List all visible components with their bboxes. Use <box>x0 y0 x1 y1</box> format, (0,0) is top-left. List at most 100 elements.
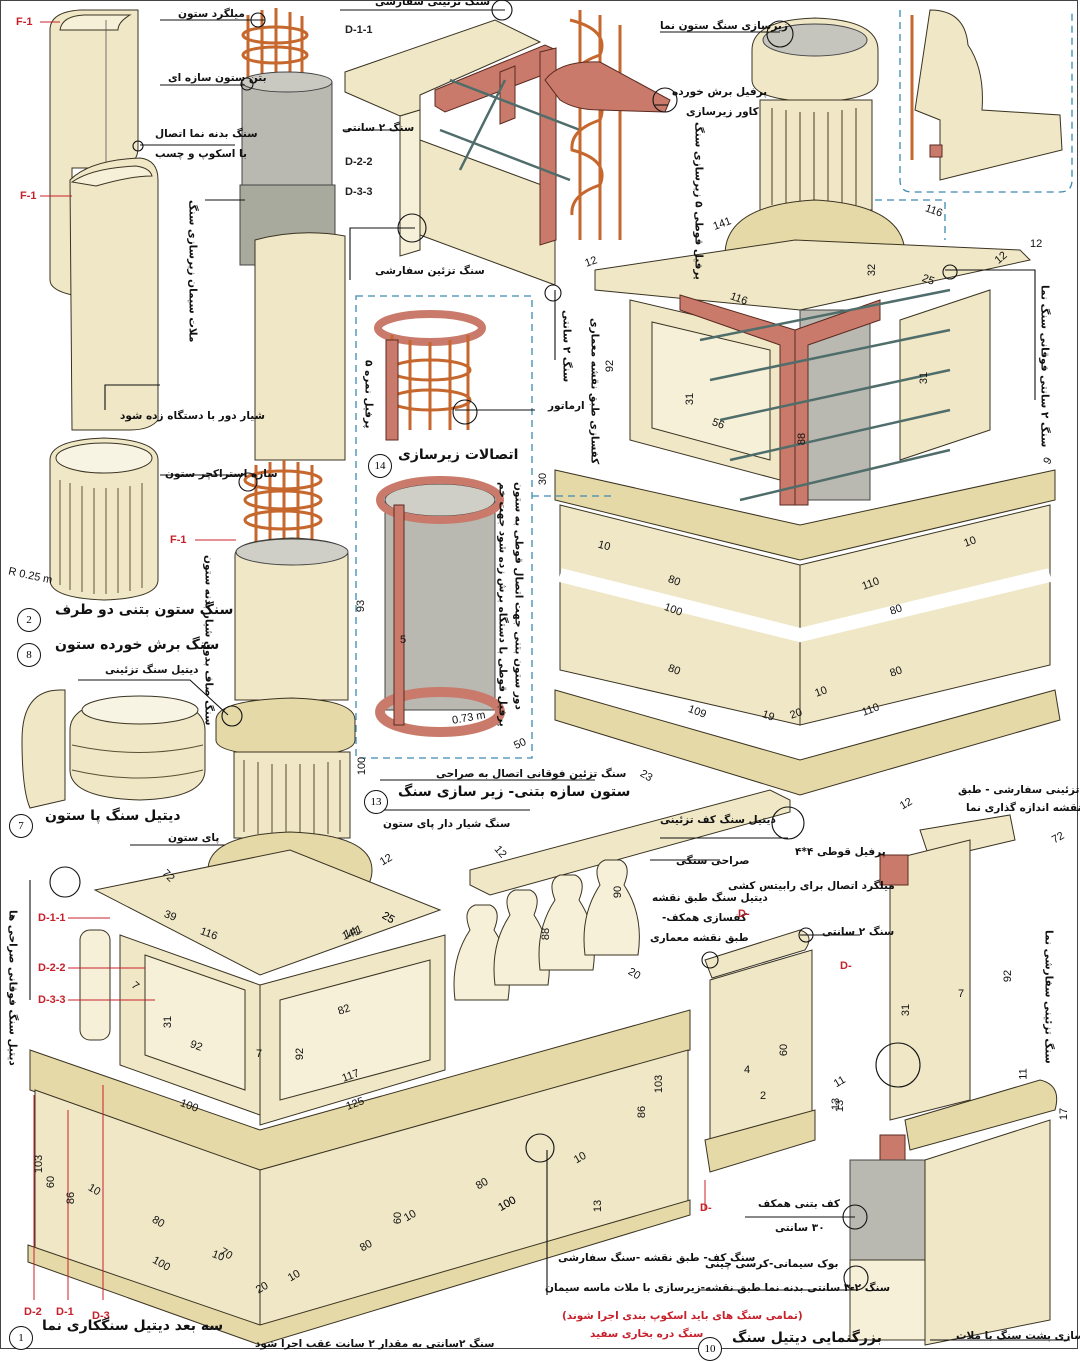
label-stone-2cm-upper: سنگ ۲ سانتی فوقانی سنگ نما <box>1038 285 1051 448</box>
code-lp-d2: D-2 <box>24 1306 42 1318</box>
item-7-title: دیتیل سنگ پا ستون <box>45 808 181 824</box>
badge-13: 13 <box>364 790 388 814</box>
dim-capital-31a: 31 <box>684 392 697 406</box>
badge-10: 10 <box>698 1337 722 1361</box>
connection-title: اتصالات زیرسازی <box>398 447 519 463</box>
label-grooved-base: سنگ شیار دار پای ستون <box>383 818 511 830</box>
label-facade-stone: سنگ ۲-۳ سانتی بدنه نما طبق نقشه-زیرسازی … <box>545 1282 891 1294</box>
label-baluster: صراحی سنگی <box>676 855 750 867</box>
dim-lp-13a: 13 <box>592 1199 605 1213</box>
dim-bal-90: 90 <box>612 885 625 899</box>
label-box-profile-4x4: پرفیل قوطی ۴*۴ <box>795 846 886 858</box>
label-bottom-note: سنگ ۲سانتی به مقدار ۲ سانت عقب اجرا شود <box>255 1338 495 1350</box>
half-shell-stone-lower <box>69 157 159 431</box>
balustrade <box>79 789 791 1041</box>
main-column <box>207 8 373 913</box>
dim-bal-88: 88 <box>540 927 553 941</box>
dim-sd-11b: 11 <box>1017 1068 1030 1080</box>
badge-7-number: 7 <box>18 820 24 832</box>
label-custom-decor: سنگ تزئین سفارشی <box>375 265 485 277</box>
label-stone-2cm: سنگ ۲ سانتی <box>342 122 415 134</box>
label-subframe-facade: زیرسازی سنگ ستون نما <box>660 20 788 32</box>
code-lp-d-2-2: D-2-2 <box>38 962 66 974</box>
label-facade-joint-2: با اسکوپ و چسب <box>155 148 247 160</box>
code-sd-d-right: D- <box>840 960 852 972</box>
code-lp-d-3-3: D-3-3 <box>38 994 66 1006</box>
dim-sd-13: 13 <box>834 1099 847 1113</box>
label-thickness-30: ۳۰ سانتی <box>775 1222 825 1234</box>
dim-connection-height: 93 <box>355 599 368 613</box>
label-box-profile-note-2: دور ستون بتنی جهت اتصال قوطی به ستون <box>512 482 525 710</box>
label-concrete-column: ستون سازه بتنی- زیر سازی سنگ <box>398 784 631 800</box>
label-upper-detail-vertical: دیتیل سنگ فوقانی صراحی ها <box>6 910 19 1066</box>
leader-lines <box>29 0 1070 1341</box>
code-d-3-3: D-3-3 <box>345 186 373 198</box>
code-f1-mid: F-1 <box>20 190 37 202</box>
dim-capital-30: 30 <box>537 472 550 486</box>
code-sd-d-bottom: D- <box>700 1202 712 1214</box>
code-f1-top: F-1 <box>16 16 33 28</box>
label-structure-column: سازه استراکچر ستون <box>165 468 278 480</box>
badge-14-number: 14 <box>374 460 386 472</box>
note-stone-type: سنگ دره بخاری سفید <box>590 1328 704 1340</box>
label-stone-2cm-vertical: سنگ ۲ سانتی <box>560 310 573 383</box>
dim-lp-86a: 86 <box>65 1191 78 1205</box>
item-1-title: سه بعد دیتیل سنگکاری نما <box>42 1318 224 1334</box>
label-column-base: پای ستون <box>168 832 220 844</box>
dim-connection-thickness: 5 <box>400 634 407 646</box>
fluted-base-ring <box>49 437 159 601</box>
label-custom-decor-detail: سنگ تزئینی سفارشی - طبق <box>958 784 1080 796</box>
item-8-title: سنگ برش خورده ستون <box>55 637 220 653</box>
label-cornice-top: سنگ تزئینی سفارشی <box>375 0 491 8</box>
cornice-assembly <box>344 10 671 286</box>
dim-lp-92b: 92 <box>294 1047 307 1061</box>
right-pedestal <box>554 239 1061 796</box>
label-rebar-column: میلگرد ستون <box>178 8 245 20</box>
badge-8: 8 <box>17 643 41 667</box>
red-leaders <box>33 21 706 1300</box>
label-groove-note: شیار دور با دستگاه زده شود <box>120 410 265 422</box>
label-decor-custom-vertical: سنگ تزئینی سفارشی نما <box>1042 930 1055 1064</box>
code-lp-d-1-1: D-1-1 <box>38 912 66 924</box>
column-base-detail <box>21 689 206 809</box>
dim-capital-32: 32 <box>866 263 879 277</box>
label-custom-decor-detail-2: نقشه اندازه گذاری نما <box>966 802 1080 814</box>
badge-14: 14 <box>368 454 392 478</box>
label-backing-mortar: زیرسازی پشت سنگ با ملات <box>956 1330 1080 1342</box>
label-cement-block: بوک سیمانی-کرسی چینی <box>705 1258 839 1270</box>
dim-sd-60: 60 <box>778 1043 791 1057</box>
dim-lp-7b: 7 <box>256 1048 263 1060</box>
code-f1-lower: F-1 <box>170 534 187 546</box>
connection-detail-box <box>355 295 533 759</box>
label-decor-detail: دیتیل سنگ تزئینی <box>105 664 199 676</box>
capital-callout-dash <box>875 199 946 240</box>
dim-sd-7: 7 <box>958 988 965 1000</box>
note-scoop-all: (تمامی سنگ های باید اسکوپ بندی اجرا شوند… <box>562 1310 803 1322</box>
code-sd-d-top: D- <box>738 908 750 920</box>
dim-sd-92: 92 <box>1002 969 1015 983</box>
dim-capital-92: 92 <box>604 359 617 373</box>
badge-13-number: 13 <box>370 796 382 808</box>
dim-capital-88: 88 <box>796 432 809 446</box>
dim-sd-2: 2 <box>760 1090 767 1102</box>
badge-7: 7 <box>9 814 33 838</box>
label-cut-profile: پرفیل برش خورده <box>672 86 768 98</box>
dim-sd-4: 4 <box>744 1064 751 1076</box>
code-lp-d3: D-3 <box>92 1310 110 1322</box>
dim-sd-31: 31 <box>900 1003 913 1017</box>
badge-8-number: 8 <box>26 649 32 661</box>
label-facade-joint: سنگ بدنه نما اتصال <box>155 128 258 140</box>
label-top-rail: سنگ تزئین فوقانی اتصال به صراحی <box>436 768 627 780</box>
label-subframe-cover: کاور زیرسازی <box>686 106 759 118</box>
code-d-1-1: D-1-1 <box>345 24 373 36</box>
label-box-profile-5: پرفیل قوطی ۵ زیرسازی سنگ <box>692 122 705 280</box>
dim-lp-31a: 31 <box>162 1015 175 1029</box>
label-cladding-plan: کفسازی طبق نقشه معماری <box>588 318 601 465</box>
label-stone-2cm-detail: سنگ ۲ سانتی <box>822 926 895 938</box>
label-smooth-stone: سنگ صاف بدون شیار بدنه ستون <box>202 555 215 726</box>
label-floor-stone: سنگ کف- طبق نقشه -سنگ سفارشی <box>558 1252 756 1264</box>
label-concrete-floor: کف بتنی همکف <box>758 1198 840 1210</box>
label-box-profile-note: پرفیل قوطی با دستگاه برش زده شود جهت خم <box>496 482 509 727</box>
